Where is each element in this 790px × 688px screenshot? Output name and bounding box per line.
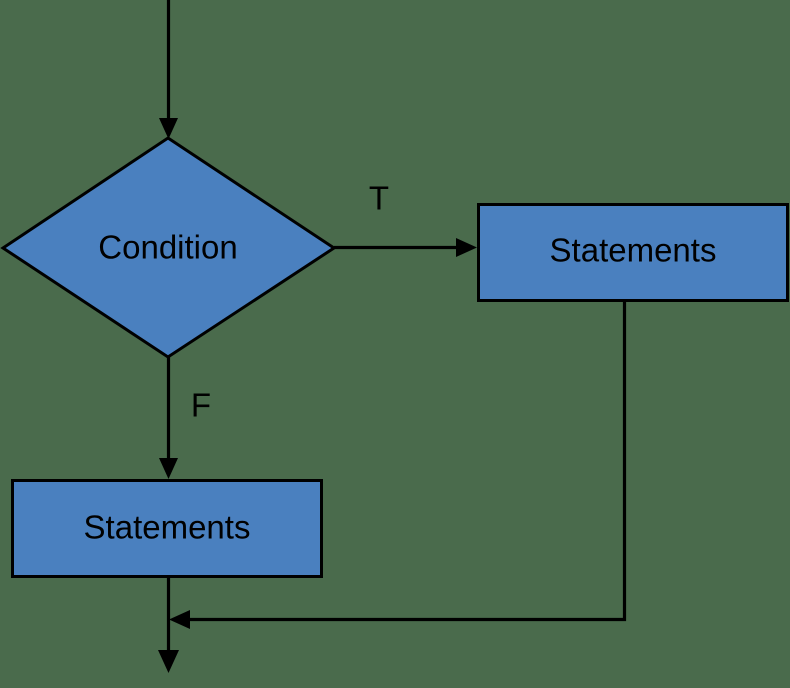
false-arrowhead-icon xyxy=(159,458,178,479)
node-true-branch-statements[interactable]: Statements xyxy=(477,203,789,302)
node-false-branch-statements-label: Statements xyxy=(84,509,251,546)
merge-arrowhead-icon xyxy=(169,610,190,629)
entry-edge xyxy=(159,0,178,139)
node-false-branch-statements[interactable]: Statements xyxy=(11,479,323,578)
false-statements-box-shape xyxy=(11,479,323,578)
true-statements-box-shape xyxy=(477,203,789,302)
true-merge-edge-line xyxy=(179,301,627,622)
true-arrowhead-icon xyxy=(456,238,477,257)
node-condition[interactable]: Condition xyxy=(0,136,337,359)
false-edge xyxy=(159,357,178,479)
entry-arrowhead-icon xyxy=(159,118,178,139)
true-edge-label: T xyxy=(369,180,389,217)
true-merge-edge xyxy=(169,301,627,629)
node-condition-label: Condition xyxy=(98,229,237,266)
false-edge-label: F xyxy=(191,387,211,424)
true-edge xyxy=(334,238,477,257)
node-true-branch-statements-label: Statements xyxy=(550,232,717,269)
exit-edge xyxy=(158,577,179,673)
exit-arrowhead-icon xyxy=(158,650,179,673)
